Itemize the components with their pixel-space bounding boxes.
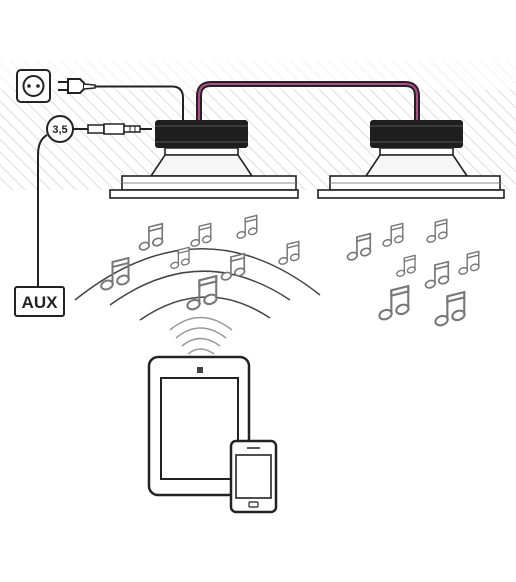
ceiling-speaker-left: [109, 120, 299, 199]
music-note-icon: [186, 275, 218, 312]
music-note-icon: [138, 222, 164, 252]
power-socket-icon: [16, 69, 51, 103]
music-note-icon: [434, 291, 466, 328]
aux-label: AUX: [22, 293, 59, 312]
music-note-icon: [458, 250, 480, 276]
ceiling-speaker-right: [317, 120, 505, 199]
tablet-icon: [147, 355, 251, 497]
smartphone-icon: [229, 439, 278, 514]
music-note-icon: [424, 260, 450, 290]
aux-cable: [37, 134, 48, 288]
music-note-icon: [100, 257, 130, 292]
power-plug-icon: [58, 78, 96, 94]
wireless-signal-icon: [169, 316, 233, 355]
jack-size-label: 3,5: [52, 124, 67, 136]
music-note-icon: [382, 222, 404, 248]
music-note-icon: [278, 240, 300, 266]
music-note-icon: [378, 285, 410, 322]
music-note-icon: [190, 222, 212, 248]
music-note-icon: [170, 246, 190, 270]
aux-input-box: AUX: [14, 286, 65, 317]
music-note-icon: [396, 254, 416, 278]
audio-jack-3-5mm-icon: 3,5: [46, 115, 152, 143]
music-note-icon: [236, 214, 258, 240]
music-notes-right: [346, 218, 480, 328]
speaker-cable: [196, 81, 420, 120]
power-cable: [95, 85, 184, 120]
music-note-icon: [346, 232, 372, 262]
music-note-icon: [426, 218, 448, 244]
